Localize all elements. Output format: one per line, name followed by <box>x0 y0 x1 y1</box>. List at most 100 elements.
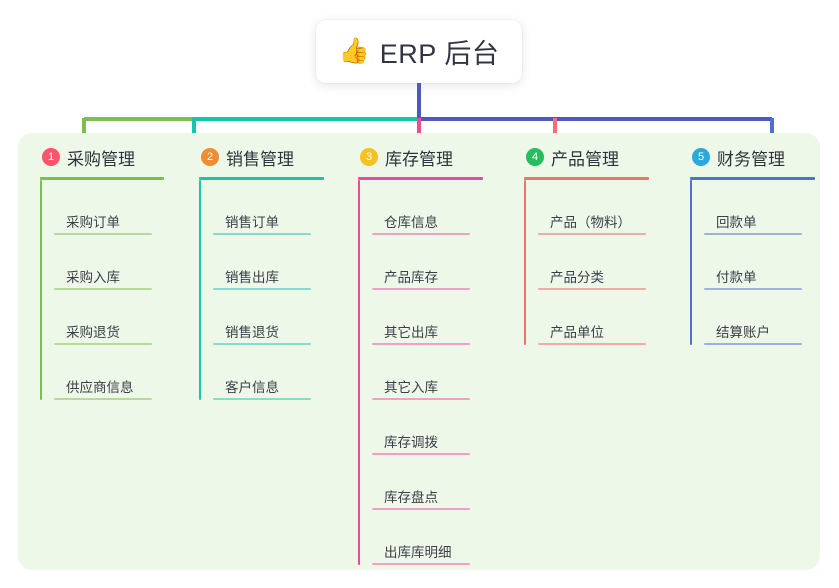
list-item[interactable]: 客户信息 <box>213 345 311 400</box>
column-rule-finance <box>690 177 815 180</box>
column-badge-4: 4 <box>526 148 544 166</box>
list-item[interactable]: 出库库明细 <box>372 510 470 565</box>
column-badge-2: 2 <box>201 148 219 166</box>
root-node[interactable]: 👍 ERP 后台 <box>316 20 522 83</box>
item-spine-product <box>524 180 526 345</box>
column-product: 4 产品管理 产品（物料） 产品分类 产品单位 <box>506 133 674 570</box>
list-item[interactable]: 回款单 <box>704 180 802 235</box>
column-header-sales[interactable]: 2 销售管理 <box>199 144 341 170</box>
list-item[interactable]: 产品（物料） <box>538 180 646 235</box>
column-title-sales: 销售管理 <box>226 149 294 169</box>
item-label: 付款单 <box>716 270 757 285</box>
column-rule-inventory <box>358 177 483 180</box>
item-rule <box>372 233 470 235</box>
item-rule <box>54 288 152 290</box>
list-item[interactable]: 产品单位 <box>538 290 646 345</box>
item-rule <box>704 288 802 290</box>
item-label: 仓库信息 <box>384 215 438 230</box>
item-label: 库存调拨 <box>384 435 438 450</box>
list-item[interactable]: 供应商信息 <box>54 345 152 400</box>
columns-container: 1 采购管理 采购订单 采购入库 采购退货 供应商信 <box>18 133 820 570</box>
item-label: 采购订单 <box>66 215 120 230</box>
item-list-purchasing: 采购订单 采购入库 采购退货 供应商信息 <box>40 180 181 400</box>
item-label: 出库库明细 <box>384 545 452 560</box>
list-item[interactable]: 采购入库 <box>54 235 152 290</box>
column-rule-purchasing <box>40 177 164 180</box>
item-label: 产品单位 <box>550 325 604 340</box>
item-rule <box>704 233 802 235</box>
column-rule-product <box>524 177 649 180</box>
item-rule <box>372 563 470 565</box>
item-label: 其它出库 <box>384 325 438 340</box>
item-rule <box>372 508 470 510</box>
column-rule-sales <box>199 177 324 180</box>
column-badge-3: 3 <box>360 148 378 166</box>
column-badge-1: 1 <box>42 148 60 166</box>
item-label: 采购退货 <box>66 325 120 340</box>
column-header-finance[interactable]: 5 财务管理 <box>690 144 820 170</box>
item-label: 产品库存 <box>384 270 438 285</box>
item-spine-inventory <box>358 180 360 565</box>
column-title-finance: 财务管理 <box>717 149 785 169</box>
item-label: 产品分类 <box>550 270 604 285</box>
item-rule <box>54 398 152 400</box>
item-rule <box>704 343 802 345</box>
item-spine-sales <box>199 180 201 400</box>
column-purchasing: 1 采购管理 采购订单 采购入库 采购退货 供应商信 <box>18 133 181 570</box>
list-item[interactable]: 产品库存 <box>372 235 470 290</box>
item-rule <box>213 233 311 235</box>
item-label: 结算账户 <box>716 325 770 340</box>
item-rule <box>213 343 311 345</box>
column-header-product[interactable]: 4 产品管理 <box>524 144 674 170</box>
list-item[interactable]: 库存盘点 <box>372 455 470 510</box>
item-rule <box>372 398 470 400</box>
item-list-finance: 回款单 付款单 结算账户 <box>690 180 820 345</box>
item-rule <box>213 398 311 400</box>
root-title: ERP 后台 <box>379 39 500 69</box>
list-item[interactable]: 产品分类 <box>538 235 646 290</box>
item-label: 库存盘点 <box>384 490 438 505</box>
item-rule <box>372 288 470 290</box>
list-item[interactable]: 付款单 <box>704 235 802 290</box>
column-title-inventory: 库存管理 <box>385 149 453 169</box>
item-label: 供应商信息 <box>66 380 134 395</box>
item-spine-purchasing <box>40 180 42 400</box>
item-label: 采购入库 <box>66 270 120 285</box>
item-label: 其它入库 <box>384 380 438 395</box>
list-item[interactable]: 销售退货 <box>213 290 311 345</box>
item-rule <box>54 233 152 235</box>
item-label: 销售退货 <box>225 325 279 340</box>
list-item[interactable]: 结算账户 <box>704 290 802 345</box>
column-sales: 2 销售管理 销售订单 销售出库 销售退货 客户信息 <box>181 133 341 570</box>
item-label: 销售出库 <box>225 270 279 285</box>
item-list-inventory: 仓库信息 产品库存 其它出库 其它入库 库存调拨 <box>358 180 506 565</box>
item-spine-finance <box>690 180 692 345</box>
column-inventory: 3 库存管理 仓库信息 产品库存 其它出库 其它入库 <box>341 133 506 570</box>
list-item[interactable]: 采购订单 <box>54 180 152 235</box>
item-list-product: 产品（物料） 产品分类 产品单位 <box>524 180 674 345</box>
column-title-product: 产品管理 <box>551 149 619 169</box>
column-header-purchasing[interactable]: 1 采购管理 <box>40 144 181 170</box>
diagram-panel: 1 采购管理 采购订单 采购入库 采购退货 供应商信 <box>18 133 820 570</box>
item-rule <box>213 288 311 290</box>
list-item[interactable]: 销售订单 <box>213 180 311 235</box>
column-badge-5: 5 <box>692 148 710 166</box>
item-label: 客户信息 <box>225 380 279 395</box>
column-header-inventory[interactable]: 3 库存管理 <box>358 144 506 170</box>
item-rule <box>372 453 470 455</box>
list-item[interactable]: 其它入库 <box>372 345 470 400</box>
item-label: 回款单 <box>716 215 757 230</box>
list-item[interactable]: 其它出库 <box>372 290 470 345</box>
item-label: 产品（物料） <box>550 215 631 230</box>
list-item[interactable]: 库存调拨 <box>372 400 470 455</box>
list-item[interactable]: 销售出库 <box>213 235 311 290</box>
item-rule <box>538 343 646 345</box>
item-label: 销售订单 <box>225 215 279 230</box>
list-item[interactable]: 仓库信息 <box>372 180 470 235</box>
item-rule <box>538 288 646 290</box>
item-rule <box>538 233 646 235</box>
item-rule <box>372 343 470 345</box>
item-list-sales: 销售订单 销售出库 销售退货 客户信息 <box>199 180 341 400</box>
list-item[interactable]: 采购退货 <box>54 290 152 345</box>
column-title-purchasing: 采购管理 <box>67 149 135 169</box>
